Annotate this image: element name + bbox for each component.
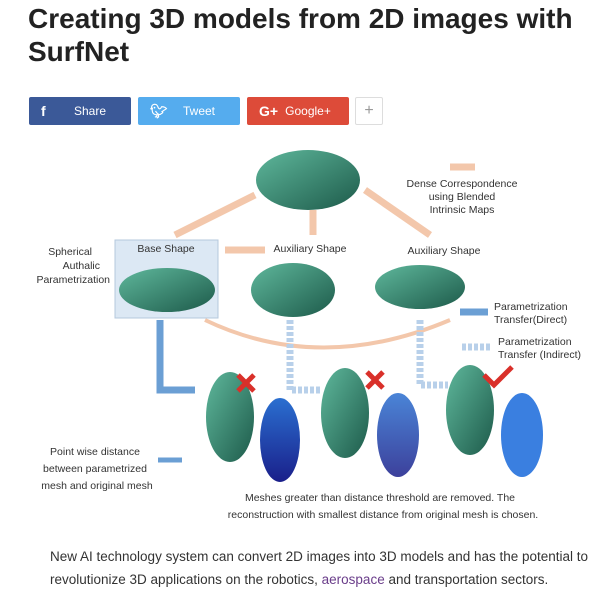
aux-car-model-2 bbox=[375, 265, 465, 309]
twitter-tweet-button[interactable]: 🐦︎Tweet bbox=[138, 97, 240, 125]
reconstructed-mesh-1 bbox=[206, 372, 254, 462]
more-share-button[interactable]: + bbox=[355, 97, 383, 125]
article-paragraph: New AI technology system can convert 2D … bbox=[50, 549, 589, 587]
google-plus-button[interactable]: G+Google+ bbox=[247, 97, 349, 125]
distance-map-2 bbox=[377, 393, 419, 477]
accepted-check-icon bbox=[482, 365, 514, 389]
base-car-model bbox=[119, 268, 215, 312]
page-title: Creating 3D models from 2D images with S… bbox=[28, 3, 573, 67]
rejected-x-icon bbox=[365, 370, 385, 390]
google-plus-icon: G+ bbox=[259, 103, 279, 119]
rejected-x-icon bbox=[236, 373, 256, 393]
aerospace-link[interactable]: aerospace bbox=[321, 572, 385, 587]
aux-shape-label-2: Auxiliary Shape bbox=[408, 245, 481, 257]
caption: Meshes greater than distance threshold a… bbox=[228, 492, 538, 521]
distance-map-3 bbox=[501, 393, 543, 477]
transfer-arrows bbox=[156, 308, 490, 463]
reconstructed-mesh-3 bbox=[446, 365, 494, 455]
twitter-icon: 🐦︎ bbox=[150, 102, 168, 119]
aux-shape-label-1: Auxiliary Shape bbox=[274, 243, 347, 255]
reconstructed-mesh-2 bbox=[321, 368, 369, 458]
distance-map-1 bbox=[260, 398, 300, 482]
base-shape-label: Base Shape bbox=[137, 243, 194, 255]
facebook-icon: f bbox=[41, 103, 46, 119]
aux-car-model-1 bbox=[251, 263, 335, 317]
original-car-model bbox=[256, 150, 360, 210]
